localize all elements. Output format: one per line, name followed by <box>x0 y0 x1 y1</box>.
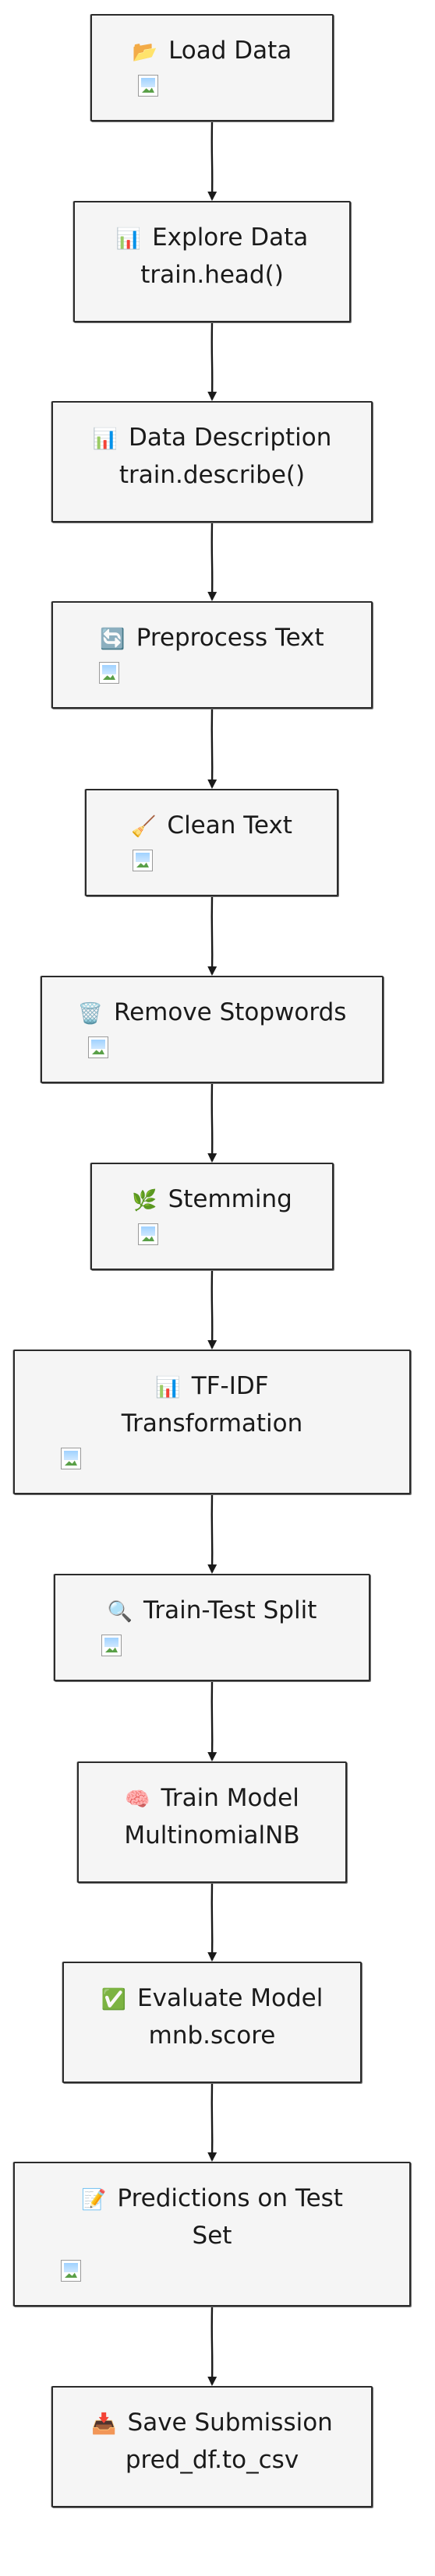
refresh-icon: 🔄 <box>100 628 126 651</box>
step-title: Data Description <box>128 424 332 452</box>
broken-image-icon <box>138 1223 158 1245</box>
step-title: Predictions on Test <box>117 2184 343 2212</box>
step-node-13: 📥 Save Submission pred_df.to_csv <box>51 2386 373 2507</box>
step-node-7: 🌿 Stemming <box>90 1163 334 1270</box>
step-node-1: 📂 Load Data <box>90 14 334 121</box>
step-title-line: 🧹 Clean Text <box>87 808 337 845</box>
herb-icon: 🌿 <box>132 1189 157 1212</box>
inbox-tray-icon: 📥 <box>91 2412 117 2436</box>
flow-arrow-9 <box>207 1681 218 1761</box>
step-title-line: 🌿 Stemming <box>92 1181 332 1219</box>
step-subtitle: MultinomialNB <box>124 1821 300 1849</box>
step-subtitle: train.describe() <box>118 461 306 489</box>
trash-icon: 🗑️ <box>77 1002 103 1026</box>
broom-icon: 🧹 <box>131 815 157 839</box>
brain-icon: 🧠 <box>125 1788 150 1811</box>
step-title-line: 📝 Predictions on Test <box>15 2180 409 2218</box>
step-title-line: 🧠 Train Model <box>79 1780 345 1818</box>
step-title: Train Model <box>161 1784 299 1812</box>
step-node-11: ✅ Evaluate Model mnb.score <box>62 1962 362 2083</box>
step-title: Evaluate Model <box>137 1984 324 2012</box>
broken-image-icon <box>99 662 119 684</box>
flow-arrow-4 <box>207 709 218 789</box>
flow-arrow-11 <box>207 2083 218 2162</box>
step-subtitle: mnb.score <box>148 2022 276 2050</box>
broken-image-icon <box>101 1635 122 1656</box>
flow-arrow-8 <box>207 1494 218 1574</box>
step-node-3: 📊 Data Description train.describe() <box>51 401 373 523</box>
step-title: TF-IDF <box>191 1372 269 1400</box>
flow-arrow-10 <box>207 1883 218 1962</box>
step-title: Train-Test Split <box>143 1596 317 1624</box>
check-mark-icon: ✅ <box>101 1988 127 2011</box>
flow-arrow-2 <box>207 322 218 401</box>
flow-arrow-6 <box>207 1083 218 1163</box>
step-subtitle: train.head() <box>140 261 284 289</box>
step-node-2: 📊 Explore Data train.head() <box>73 201 351 322</box>
step-node-4: 🔄 Preprocess Text <box>51 601 373 709</box>
step-title: Clean Text <box>167 811 292 839</box>
magnifier-icon: 🔍 <box>107 1600 133 1624</box>
step-title-line: 🔍 Train-Test Split <box>55 1592 369 1630</box>
step-title-line: ✅ Evaluate Model <box>64 1980 360 2018</box>
step-node-9: 🔍 Train-Test Split <box>54 1574 370 1681</box>
flow-arrow-5 <box>207 896 218 976</box>
step-title-line: 📊 TF-IDF <box>15 1368 409 1406</box>
step-title-line: 📊 Data Description <box>53 420 371 457</box>
step-title-line: 📥 Save Submission <box>53 2405 371 2442</box>
step-title: Remove Stopwords <box>113 998 347 1026</box>
flow-arrow-1 <box>207 121 218 201</box>
memo-icon: 📝 <box>81 2188 107 2212</box>
bar-chart-icon: 📊 <box>92 428 118 451</box>
step-title: Preprocess Text <box>136 624 324 652</box>
broken-image-icon <box>88 1036 108 1058</box>
folder-icon: 📂 <box>132 40 158 64</box>
broken-image-icon <box>61 1448 81 1469</box>
broken-image-icon <box>133 850 153 871</box>
step-subtitle: Set <box>192 2222 232 2250</box>
step-title: Stemming <box>168 1185 292 1213</box>
step-title: Explore Data <box>152 223 309 252</box>
step-title: Load Data <box>168 37 292 65</box>
bar-chart-icon: 📊 <box>115 227 142 251</box>
flow-arrow-12 <box>207 2307 218 2386</box>
broken-image-icon <box>138 75 158 97</box>
step-node-6: 🗑️ Remove Stopwords <box>41 976 384 1083</box>
step-subtitle: pred_df.to_csv <box>125 2446 299 2474</box>
step-subtitle: Transformation <box>121 1409 303 1438</box>
step-node-5: 🧹 Clean Text <box>85 789 338 896</box>
flow-arrow-3 <box>207 523 218 601</box>
flow-arrow-7 <box>207 1270 218 1350</box>
step-title: Save Submission <box>127 2409 333 2437</box>
step-title-line: 🗑️ Remove Stopwords <box>42 994 382 1032</box>
broken-image-icon <box>61 2260 81 2282</box>
bar-chart-icon: 📊 <box>155 1376 181 1399</box>
step-title-line: 🔄 Preprocess Text <box>53 620 371 657</box>
step-title-line: 📂 Load Data <box>92 33 332 70</box>
step-node-8: 📊 TF-IDF Transformation <box>13 1350 411 1494</box>
step-title-line: 📊 Explore Data <box>75 220 349 257</box>
